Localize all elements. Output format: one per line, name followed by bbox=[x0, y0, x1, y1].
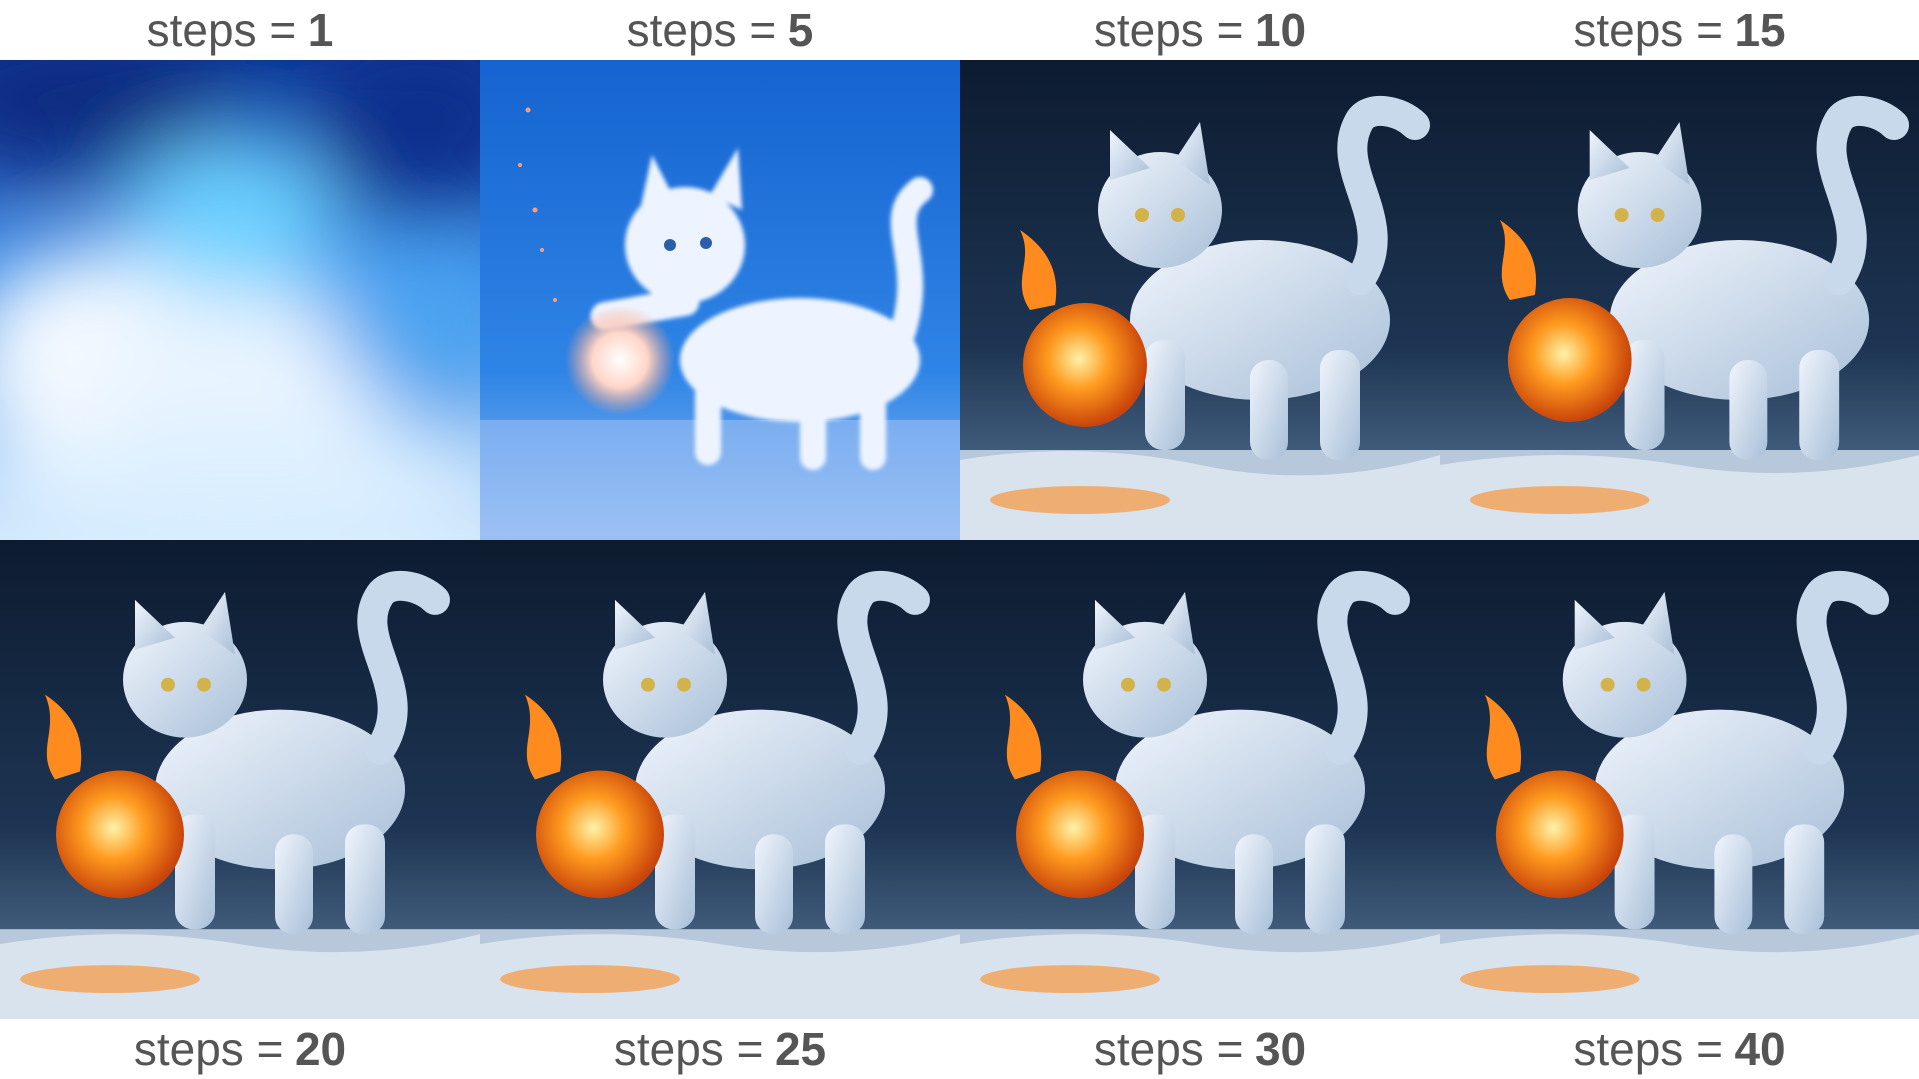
bottom-labels: steps =20 steps =25 steps =30 steps =40 bbox=[0, 1019, 1919, 1079]
step-label-5: steps =5 bbox=[626, 4, 814, 56]
image-steps-5 bbox=[480, 60, 960, 540]
image-steps-10 bbox=[960, 60, 1440, 540]
image-steps-30 bbox=[960, 540, 1440, 1019]
image-steps-20 bbox=[0, 540, 480, 1019]
step-label-10: steps =10 bbox=[1093, 4, 1307, 56]
image-grid bbox=[0, 60, 1919, 1019]
top-labels: steps =1 steps =5 steps =10 steps =15 bbox=[0, 0, 1919, 60]
image-steps-1 bbox=[0, 60, 480, 540]
step-label-30: steps =30 bbox=[1093, 1023, 1307, 1075]
step-label-40: steps =40 bbox=[1573, 1023, 1786, 1075]
step-label-1: steps =1 bbox=[146, 4, 334, 56]
step-label-15: steps =15 bbox=[1573, 4, 1786, 56]
image-steps-15 bbox=[1440, 60, 1919, 540]
step-label-20: steps =20 bbox=[133, 1023, 347, 1075]
image-steps-40 bbox=[1440, 540, 1919, 1019]
image-steps-25 bbox=[480, 540, 960, 1019]
step-label-25: steps =25 bbox=[613, 1023, 827, 1075]
